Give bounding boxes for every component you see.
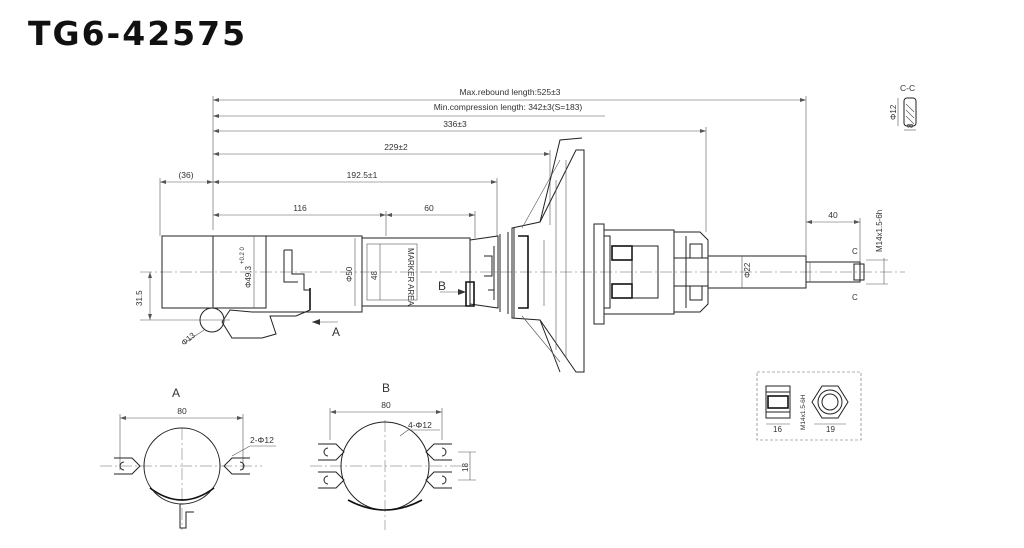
view-a-label: A	[172, 386, 180, 400]
top-mount	[593, 223, 709, 325]
view-a-width: 80	[177, 406, 187, 416]
view-a-holes: 2-Φ12	[250, 435, 274, 445]
nut-thread-text: M14x1.5-6H	[800, 394, 807, 430]
dimension-max-rebound: Max.rebound length:525±3	[212, 87, 807, 258]
nut-19-text: 19	[826, 425, 835, 434]
dimension-116-60: 116 60	[213, 203, 476, 238]
phi50-text: Φ50	[345, 266, 354, 282]
view-a: A 80 2-Φ12	[100, 386, 276, 530]
knuckle-bracket	[221, 246, 495, 339]
phi13-text: Φ13	[180, 330, 198, 347]
dim-229-text: 229±2	[384, 142, 408, 152]
marker-area-text: MARKER AREA	[406, 248, 415, 306]
dim-40-text: 40	[828, 210, 838, 220]
shock-cylinder-body: Φ50 48 Φ49.3 +0.2 0 MARKER AREA	[161, 232, 509, 314]
phi49-text: Φ49.3	[244, 265, 253, 288]
piston-rod: Φ22	[707, 255, 865, 289]
view-b-marker: B	[438, 279, 446, 293]
dimension-229: 229±2	[213, 142, 551, 225]
phi49-tolerance: +0.2 0	[240, 246, 246, 264]
dimension-192: (36) 192.5±1	[159, 170, 498, 236]
dim-60-text: 60	[424, 203, 434, 213]
view-a-marker: A	[332, 325, 340, 339]
cut-c-bottom: C	[852, 293, 858, 302]
part-number-title: TG6-42575	[28, 14, 248, 53]
dim-336-text: 336±3	[443, 119, 467, 129]
view-b: B 80 18 4-Φ12	[310, 381, 476, 530]
view-b-holes: 4-Φ12	[408, 420, 432, 430]
view-b-width: 80	[381, 400, 391, 410]
phi22-text: Φ22	[743, 262, 752, 278]
cut-c-top: C	[852, 247, 858, 256]
cc-phi12-text: Φ12	[889, 104, 898, 120]
section-cut-c: C C	[852, 247, 858, 302]
cc-8-text: 8	[906, 123, 915, 128]
dimension-336: 336±3	[213, 119, 707, 232]
view-arrow-a: A	[312, 319, 340, 339]
nut-detail: 16 M14x1.5-6H 19	[756, 371, 862, 441]
max-rebound-text: Max.rebound length:525±3	[459, 87, 560, 97]
section-c-c: C-C Φ12 8	[889, 83, 917, 131]
section-cc-label: C-C	[900, 83, 915, 93]
view-b-label: B	[382, 381, 390, 395]
spring-seat	[511, 137, 585, 373]
view-arrow-b: B	[438, 279, 466, 295]
dim-116-text: 116	[293, 203, 307, 213]
dim-31-5-text: 31.5	[135, 290, 144, 306]
min-compression-text: Min.compression length: 342±3(S=183)	[434, 102, 583, 112]
dimension-min-compression: Min.compression length: 342±3(S=183)	[213, 102, 605, 118]
dimension-thread: M14x1.5-6h	[866, 210, 888, 285]
dim-48-text: 48	[370, 271, 379, 280]
dimension-40: 40	[806, 210, 861, 262]
view-b-spacing: 18	[461, 463, 470, 472]
nut-16-text: 16	[773, 425, 782, 434]
thread-text: M14x1.5-6h	[875, 210, 884, 252]
dim-36-text: (36)	[178, 170, 193, 180]
dim-192-text: 192.5±1	[347, 170, 378, 180]
